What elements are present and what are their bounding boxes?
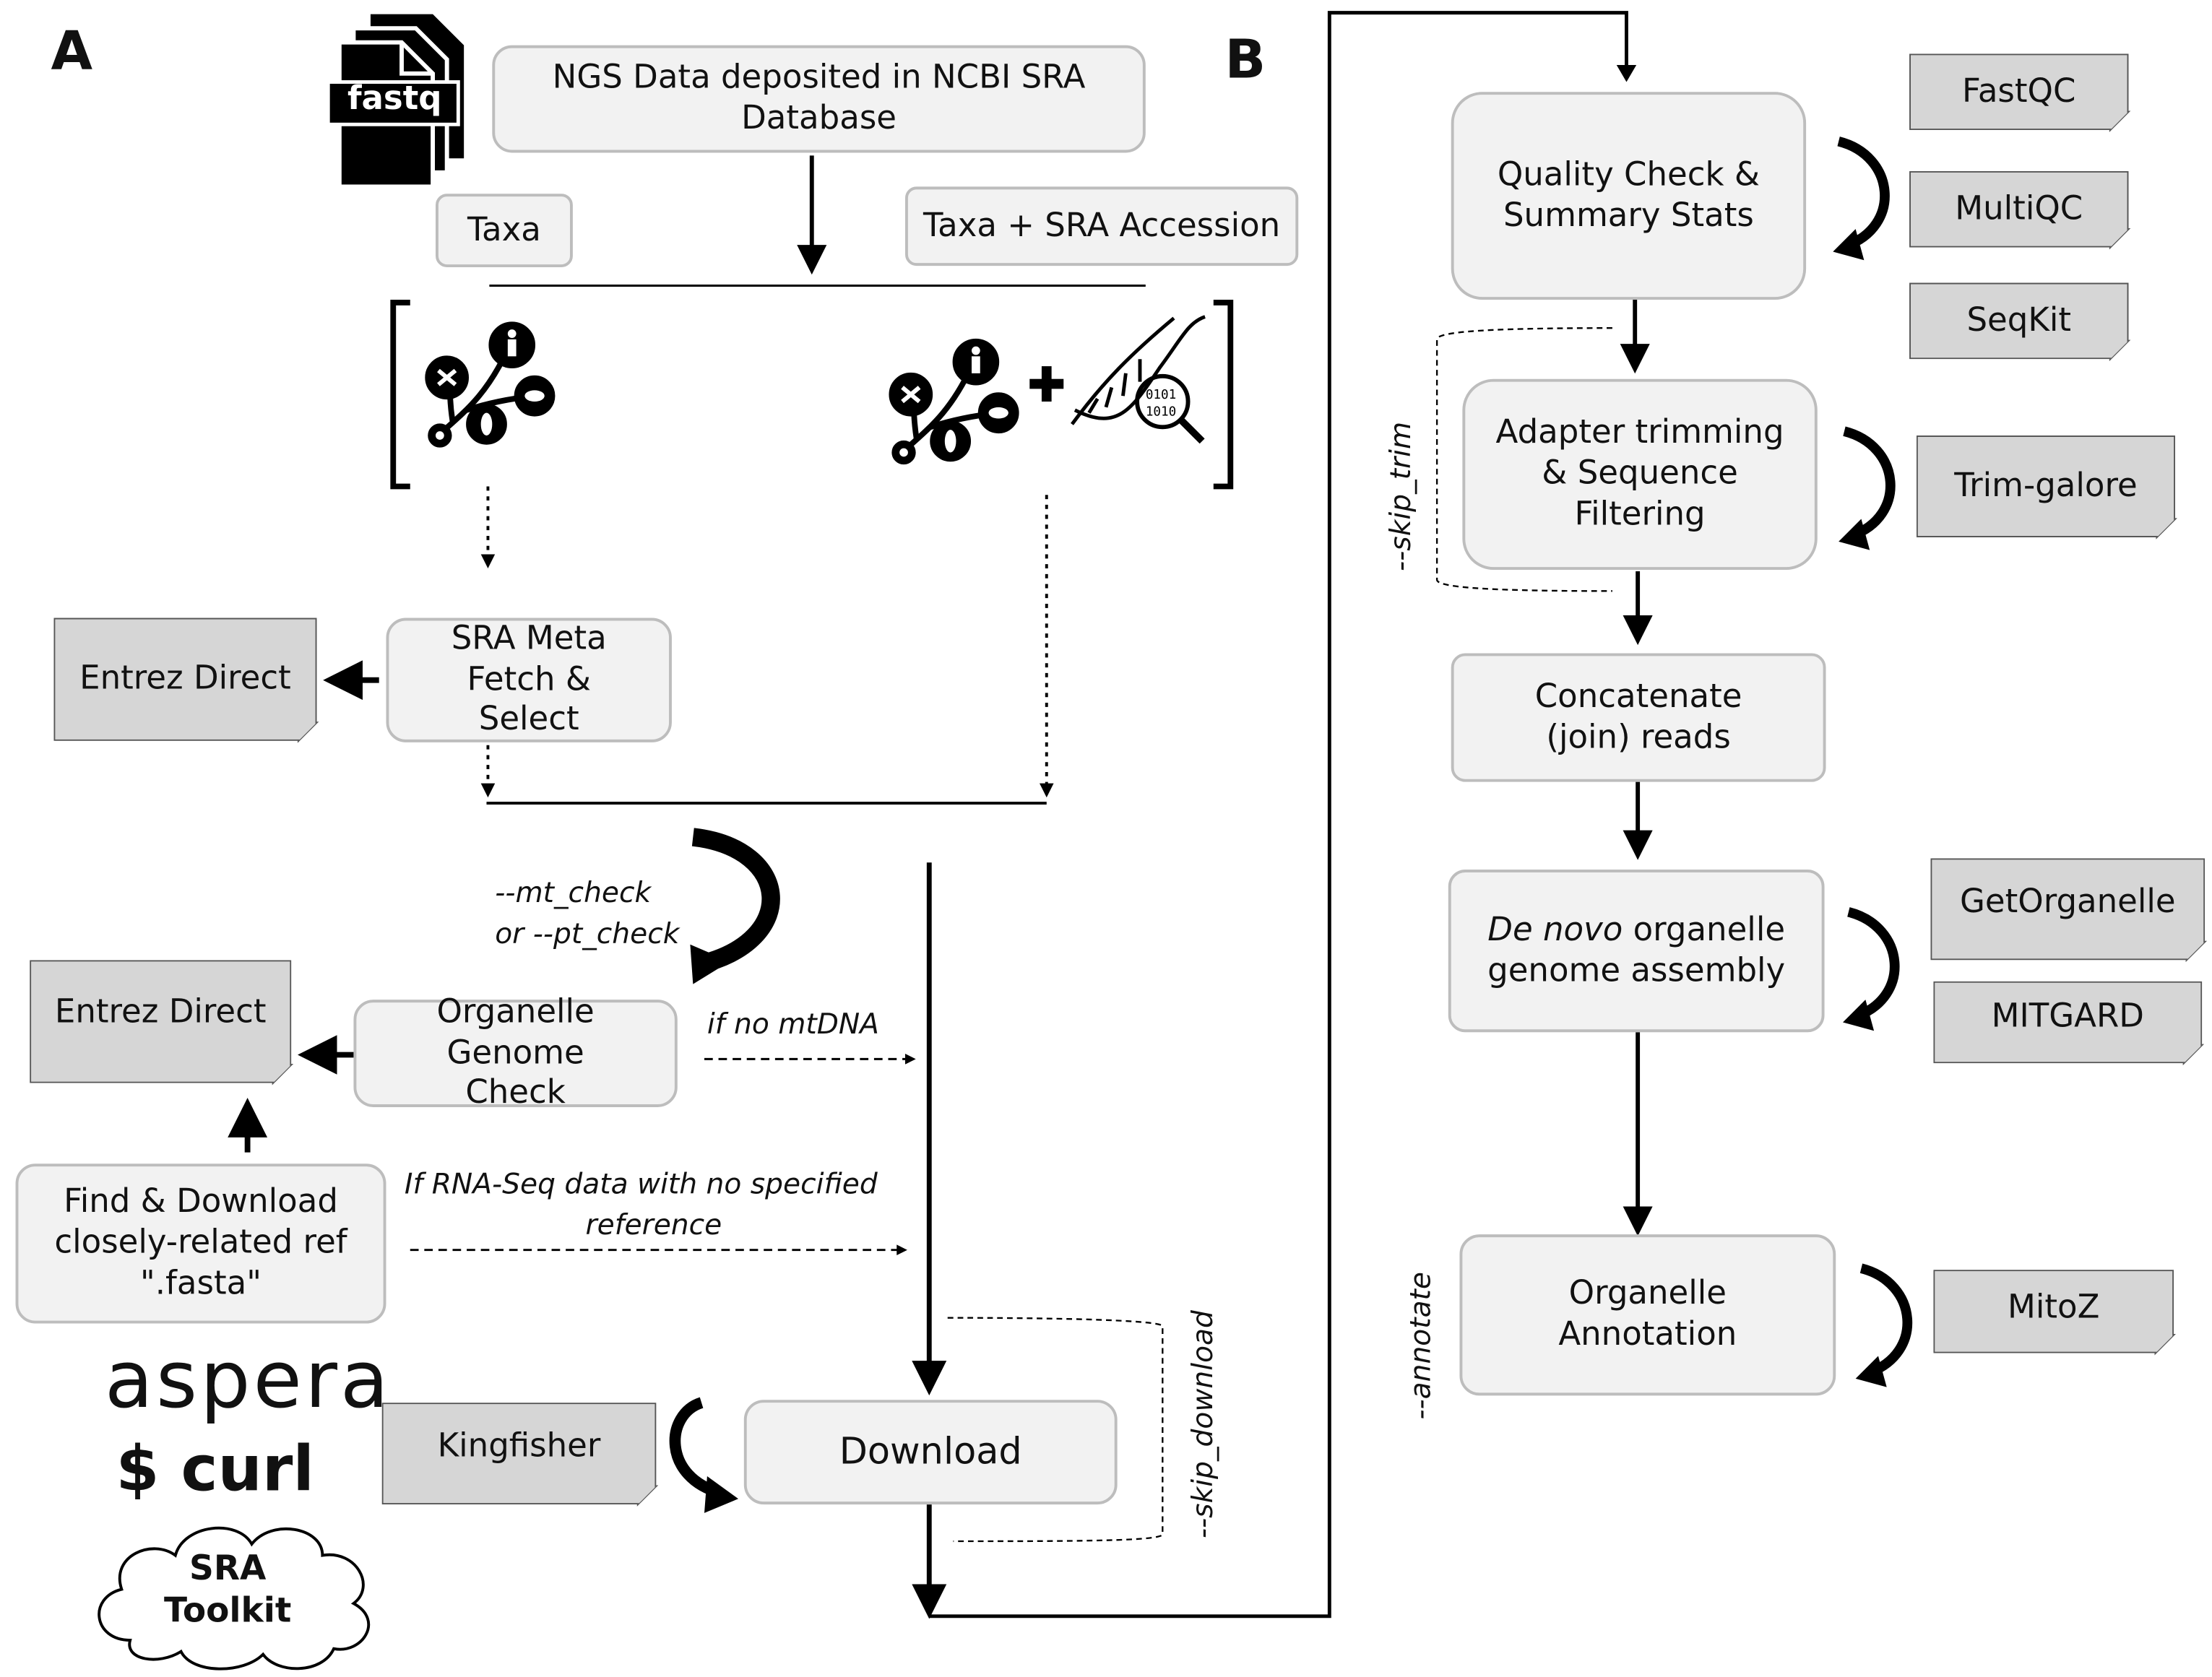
de-novo-assembly-box: De novo organelle genome assembly [1448, 870, 1825, 1033]
skip-download-flag: --skip_download [1185, 1310, 1219, 1539]
multiqc-tool: MultiQC [1909, 171, 2128, 248]
de-novo-label: De novo organelle genome assembly [1451, 910, 1822, 992]
find-download-box: Find & Download closely-related ref ".fa… [15, 1164, 386, 1324]
dna-bits-1: 0101 [1146, 388, 1176, 402]
curl-logo: $ curl [116, 1434, 314, 1507]
curved-arrow-qc [1833, 136, 1890, 261]
adapter-trim-box: Adapter trimming & Sequence Filtering [1462, 378, 1818, 570]
mitgard-label: MITGARD [1991, 998, 2144, 1036]
skip-trim-flag: --skip_trim [1383, 421, 1417, 571]
curved-arrow-kingfisher [669, 1397, 723, 1499]
fastqc-label: FastQC [1962, 73, 2076, 110]
curved-arrow-mtcheck [691, 828, 780, 974]
fastq-file-icon [326, 14, 465, 189]
download-label: Download [839, 1430, 1022, 1473]
no-mtdna-condition: if no mtDNA [707, 1006, 879, 1041]
organelle-annotation-box: Organelle Annotation [1459, 1234, 1836, 1396]
sra-meta-label: SRA Meta Fetch & Select [451, 620, 607, 739]
taxa-sra-label: Taxa + SRA Accession [923, 207, 1281, 244]
sra-toolkit-line2: Toolkit [164, 1590, 292, 1631]
curved-arrow-annot [1855, 1263, 1913, 1387]
dna-search-icon [1071, 315, 1206, 444]
curved-arrow-trim [1839, 426, 1896, 550]
rnaseq-condition-line2: reference [585, 1207, 722, 1242]
kingfisher-tool: Kingfisher [382, 1403, 657, 1504]
sra-toolkit-line1: SRA [189, 1548, 267, 1588]
organelle-check-label: Organelle Genome Check [436, 994, 595, 1112]
download-box: Download [743, 1400, 1118, 1505]
mitgard-tool: MITGARD [1933, 982, 2202, 1064]
organelle-check-box: Organelle Genome Check [353, 994, 678, 1112]
sra-meta-box: SRA Meta Fetch & Select [386, 618, 672, 742]
trim-galore-label: Trim-galore [1954, 467, 2138, 505]
fastqc-tool: FastQC [1909, 53, 2128, 130]
taxa-label: Taxa [467, 211, 541, 248]
seqkit-label: SeqKit [1966, 302, 2072, 339]
adapter-trim-label: Adapter trimming & Sequence Filtering [1495, 415, 1784, 533]
taxa-tree-icon [425, 321, 556, 448]
quality-check-label: Quality Check & Summary Stats [1497, 156, 1760, 235]
de-novo-rest-label: organelle genome assembly [1487, 911, 1786, 989]
entrez-direct-label-1: Entrez Direct [79, 660, 291, 698]
mt-check-flag: --mt_check [495, 875, 652, 909]
dna-bits-2: 1010 [1146, 405, 1176, 420]
taxa-box: Taxa [436, 194, 573, 268]
skip-trim-bracket [1435, 327, 1612, 592]
aspera-logo: aspera [104, 1335, 392, 1427]
find-download-label: Find & Download closely-related ref ".fa… [54, 1184, 347, 1302]
cloud-shape [98, 1526, 370, 1670]
entrez-direct-tool-1: Entrez Direct [53, 618, 316, 741]
getorganelle-label: GetOrganelle [1960, 883, 2176, 921]
plus-icon [1029, 366, 1064, 402]
mitoz-label: MitoZ [2008, 1289, 2100, 1327]
taxa-sra-box: Taxa + SRA Accession [904, 186, 1299, 266]
curved-arrow-assembly [1843, 907, 1900, 1031]
quality-check-box: Quality Check & Summary Stats [1451, 92, 1807, 300]
kingfisher-label: Kingfisher [437, 1428, 601, 1465]
mitoz-tool: MitoZ [1933, 1270, 2174, 1353]
trim-galore-tool: Trim-galore [1917, 436, 2175, 537]
multiqc-label: MultiQC [1955, 190, 2083, 228]
panel-label-a: A [51, 20, 93, 82]
annotate-flag: --annotate [1403, 1271, 1438, 1420]
de-novo-italic-label: De novo [1487, 911, 1623, 949]
pt-check-flag: or --pt_check [495, 916, 680, 950]
left-bracket [390, 300, 410, 490]
entrez-direct-tool-2: Entrez Direct [30, 960, 291, 1083]
fastq-label: fastq [347, 80, 442, 118]
connector-to-panel-b [929, 11, 1628, 1618]
seqkit-tool: SeqKit [1909, 283, 2128, 360]
rnaseq-condition-line1: If RNA-Seq data with no specified [404, 1166, 878, 1201]
concatenate-box: Concatenate (join) reads [1451, 653, 1826, 782]
getorganelle-tool: GetOrganelle [1930, 858, 2205, 960]
sra-toolkit-logo: SRA Toolkit [136, 1547, 320, 1632]
right-bracket [1213, 300, 1234, 490]
concatenate-label: Concatenate (join) reads [1534, 678, 1742, 756]
panel-label-b: B [1224, 28, 1266, 91]
organelle-annotation-label: Organelle Annotation [1558, 1275, 1737, 1353]
ngs-data-box: NGS Data deposited in NCBI SRA Database [492, 45, 1146, 153]
entrez-direct-label-2: Entrez Direct [54, 994, 267, 1031]
ngs-data-label: NGS Data deposited in NCBI SRA Database [552, 59, 1086, 137]
skip-download-bracket [947, 1317, 1164, 1543]
